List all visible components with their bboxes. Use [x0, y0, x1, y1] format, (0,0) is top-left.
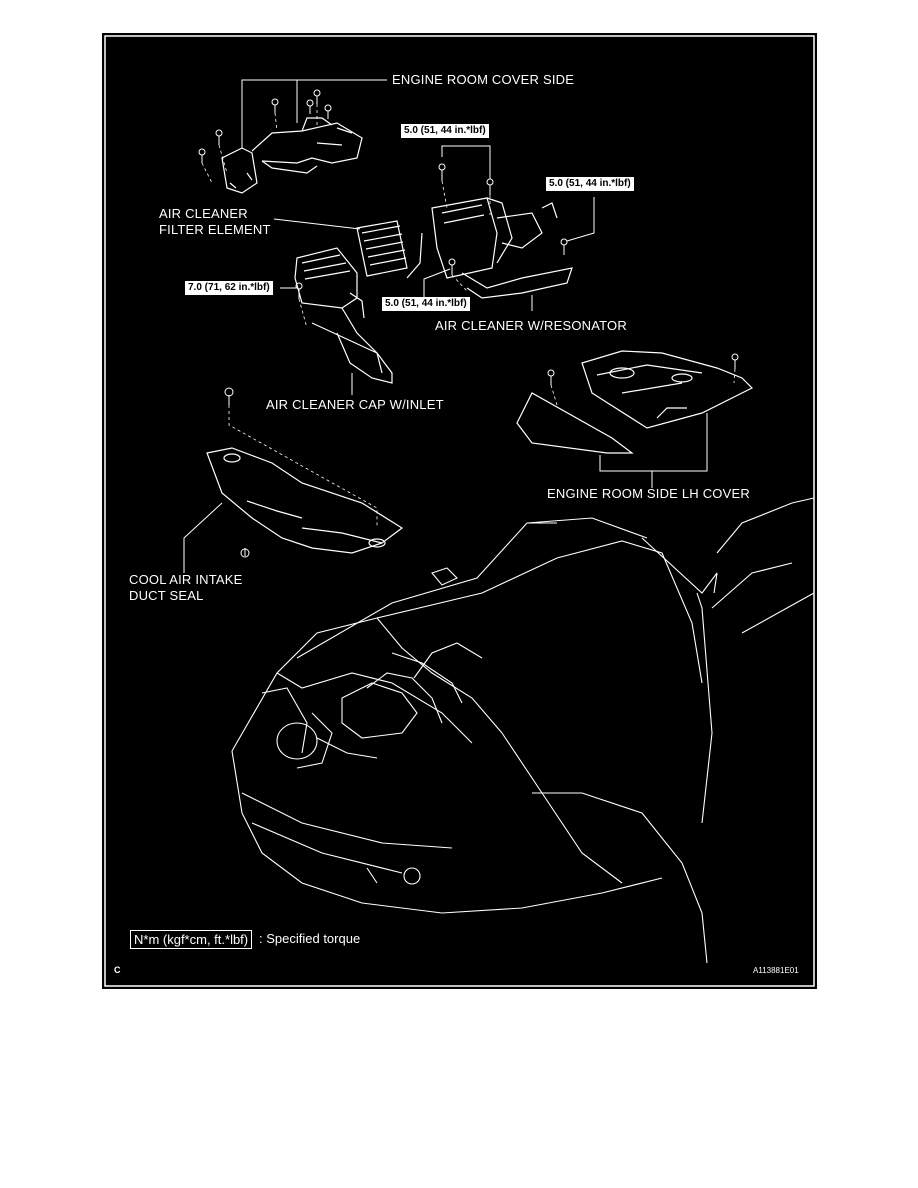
- engine-room-cover-side-part: [221, 117, 363, 194]
- label-air-cleaner-cap-w-inlet: AIR CLEANER CAP W/INLET: [266, 397, 444, 412]
- torque-legend-unit-box: N*m (kgf*cm, ft.*lbf): [130, 930, 253, 949]
- figure-frame: [104, 35, 815, 987]
- label-air-cleaner-filter-element: AIR CLEANER FILTER ELEMENT: [159, 206, 271, 237]
- engine-room-side-lh-cover-part: [516, 350, 754, 454]
- vehicle-front-illustration: [231, 497, 815, 964]
- label-cool-air-intake-duct-seal: COOL AIR INTAKE DUCT SEAL: [129, 572, 243, 603]
- filter-element-part: [356, 220, 408, 277]
- torque-spec-cap-inlet: 7.0 (71, 62 in.*lbf): [185, 281, 273, 295]
- air-cleaner-resonator-part: [406, 197, 573, 299]
- figure-corner-letter: C: [114, 965, 121, 975]
- label-engine-room-side-lh-cover: ENGINE ROOM SIDE LH COVER: [547, 486, 750, 501]
- label-engine-room-cover-side: ENGINE ROOM COVER SIDE: [392, 72, 575, 87]
- figure-code: A113881E01: [753, 966, 799, 975]
- air-cleaner-cap-inlet-part: [294, 247, 393, 384]
- exploded-diagram-figure: ENGINE ROOM COVER SIDE AIR CLEANER FILTE…: [102, 33, 817, 989]
- torque-spec-lower: 5.0 (51, 44 in.*lbf): [382, 297, 470, 311]
- torque-spec-upper: 5.0 (51, 44 in.*lbf): [401, 124, 489, 138]
- torque-spec-right: 5.0 (51, 44 in.*lbf): [546, 177, 634, 191]
- cover-side-bolts: [198, 89, 332, 163]
- cool-air-intake-duct-seal-part: [206, 447, 404, 554]
- label-air-cleaner-w-resonator: AIR CLEANER W/RESONATOR: [435, 318, 627, 333]
- torque-legend-description: : Specified torque: [259, 931, 361, 946]
- diagram-artwork: [104, 35, 815, 987]
